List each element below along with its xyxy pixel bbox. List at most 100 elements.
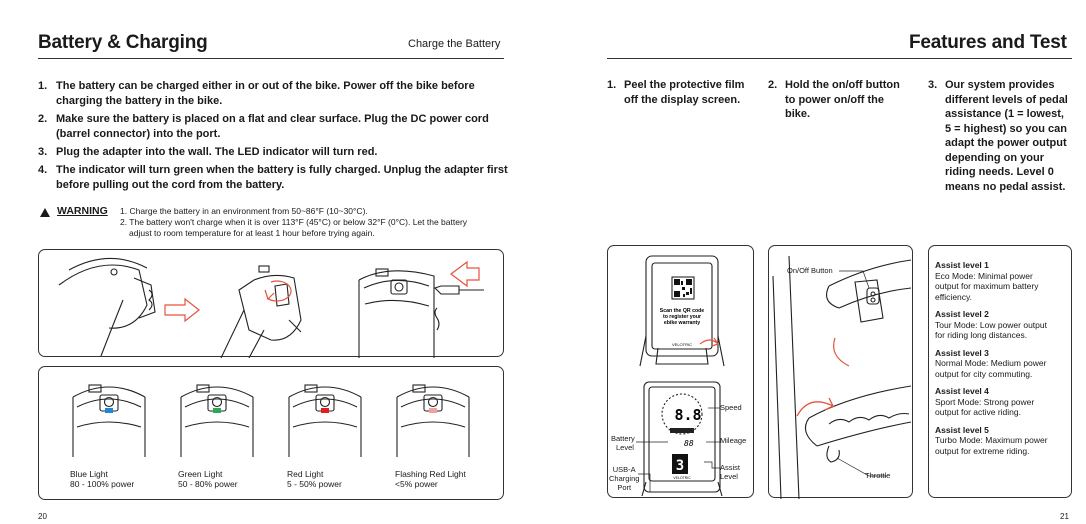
brand-label: VELOTRIC	[672, 342, 692, 347]
light-range: 50 - 80% power	[178, 479, 238, 489]
charging-illustration	[58, 257, 484, 359]
step-item: 2. Make sure the battery is placed on a f…	[38, 112, 508, 142]
light-caption-red: Red Light 5 - 50% power	[287, 469, 342, 489]
title-rule	[607, 58, 1072, 59]
step-line: assistance (1 = lowest,	[945, 108, 1064, 120]
step-line: riding needs. Level 0	[945, 166, 1054, 178]
assist-level-item: Assist level 5 Turbo Mode: Maximum power…	[935, 425, 1071, 457]
step-number: 3.	[38, 146, 48, 158]
step-line: means no pedal assist.	[945, 180, 1066, 193]
level-readout: 3	[676, 458, 684, 474]
mileage-label: Mileage	[720, 436, 747, 445]
label-line: Battery	[611, 434, 635, 443]
qr-caption-line: to register your	[663, 314, 701, 320]
assist-levels-box: Assist level 1 Eco Mode: Minimal power o…	[928, 245, 1072, 498]
section-title: Charge the Battery	[408, 38, 501, 50]
speed-readout: 8.8	[674, 406, 701, 424]
light-range: <5% power	[395, 479, 438, 489]
battery-led-icon	[396, 384, 470, 457]
step-number: 1.	[38, 80, 48, 92]
battery-bar-icon	[670, 428, 694, 433]
assist-level-desc: output for city commuting.	[935, 368, 1033, 379]
led-indicator	[429, 408, 437, 413]
charging-illustration-box	[38, 249, 504, 359]
brand-label: VELOTRIC	[673, 476, 691, 480]
battery-led-icon	[288, 384, 362, 457]
battery-level-label: Battery Level	[611, 434, 635, 452]
label-line: Port	[617, 483, 632, 492]
step-line: off the display screen.	[624, 93, 741, 106]
step-line: Hold the on/off button	[785, 79, 900, 91]
warning-label: WARNING	[57, 205, 108, 217]
light-name: Flashing Red Light	[395, 469, 466, 479]
page-number: 21	[1060, 512, 1069, 521]
assist-level-item: Assist level 3 Normal Mode: Medium power…	[935, 348, 1071, 380]
assist-level-list: Assist level 1 Eco Mode: Minimal power o…	[935, 260, 1071, 463]
assist-level-heading: Assist level 4	[935, 386, 989, 396]
page-number: 20	[38, 512, 47, 521]
usb-port-label: USB-A Charging Port	[609, 465, 639, 492]
light-name: Blue Light	[70, 469, 108, 479]
label-line: USB-A	[612, 465, 636, 474]
step-line: to power on/off the	[785, 93, 884, 106]
step-line: Our system provides	[945, 79, 1055, 91]
label-line: Assist	[720, 463, 741, 472]
press-arrow-icon	[833, 337, 850, 367]
step-number: 1.	[607, 79, 617, 91]
qr-code-icon	[671, 276, 695, 300]
qr-caption-line: Scan the QR code	[660, 308, 705, 314]
step-item: 1.The battery can be charged either in o…	[38, 79, 508, 109]
assist-level-heading: Assist level 3	[935, 347, 989, 358]
warning-tag: WARNING	[38, 206, 122, 239]
step-number: 2.	[768, 79, 778, 91]
assist-level-desc: Normal Mode: Medium power	[935, 358, 1047, 368]
peel-arrow-icon	[699, 337, 719, 347]
onoff-button-label: On/Off Button	[787, 266, 833, 275]
battery-led-icon	[180, 384, 254, 457]
warning-line: 2. The battery won't charge when it is o…	[120, 217, 468, 227]
label-line: Level	[720, 472, 738, 481]
warning-block: WARNING 1. Charge the battery in an envi…	[38, 206, 508, 239]
led-indicator	[321, 408, 329, 413]
step-text: Make sure the battery is placed on a fla…	[56, 113, 489, 140]
led-indicator	[213, 408, 221, 413]
light-name: Red Light	[287, 469, 324, 479]
step-item: 4.The indicator will turn green when the…	[38, 163, 508, 193]
assist-level-desc: Tour Mode: Low power output	[935, 319, 1047, 330]
light-caption-green: Green Light 50 - 80% power	[178, 469, 238, 489]
assist-level-item: Assist level 2 Tour Mode: Low power outp…	[935, 309, 1071, 341]
assist-level-item: Assist level 4 Sport Mode: Strong power …	[935, 386, 1071, 418]
assist-level-item: Assist level 1 Eco Mode: Minimal power o…	[935, 260, 1071, 302]
assist-level-desc: Eco Mode: Minimal power	[935, 270, 1033, 281]
step-line: depending on your	[945, 151, 1044, 164]
step-number: 4.	[38, 164, 48, 176]
light-caption-blue: Blue Light 80 - 100% power	[70, 469, 134, 489]
speed-label: Speed	[720, 403, 742, 412]
qr-caption-line: ebike warranty	[664, 320, 700, 326]
display-illustration: Scan the QR code to register your ebike …	[636, 255, 725, 497]
mileage-readout: 88	[684, 439, 694, 448]
assist-level-desc: output for maximum battery	[935, 281, 1039, 291]
assist-level-heading: Assist level 1	[935, 260, 989, 270]
led-lights-illustration	[72, 384, 470, 457]
left-page: Battery & Charging Charge the Battery 1.…	[38, 32, 508, 521]
label-line: Charging	[609, 474, 640, 483]
step-line: adapt the power output	[945, 137, 1067, 149]
warning-line: adjust to room temperature for at least …	[129, 228, 375, 238]
assist-level-desc: output for active riding.	[935, 407, 1021, 417]
light-name: Green Light	[178, 469, 223, 479]
throttle-label: Throttle	[865, 471, 891, 480]
assist-level-desc: efficiency.	[935, 291, 973, 302]
led-indicator	[105, 408, 113, 413]
step-line: bike.	[785, 108, 811, 120]
page-title: Features and Test	[909, 32, 1067, 53]
warning-icon	[40, 208, 50, 217]
step-item: 3. Plug the adapter into the wall. The LE…	[38, 145, 508, 160]
step-number: 2.	[38, 113, 48, 125]
step-text: Plug the adapter into the wall. The LED …	[56, 146, 378, 158]
feature-step-3: 3. Our system provides different levels …	[928, 78, 1068, 194]
charging-steps: 1.The battery can be charged either in o…	[38, 79, 508, 196]
light-range: 5 - 50% power	[287, 479, 342, 489]
step-line: 5 = highest) so you can	[945, 122, 1067, 135]
twist-arrow-icon	[796, 397, 835, 417]
